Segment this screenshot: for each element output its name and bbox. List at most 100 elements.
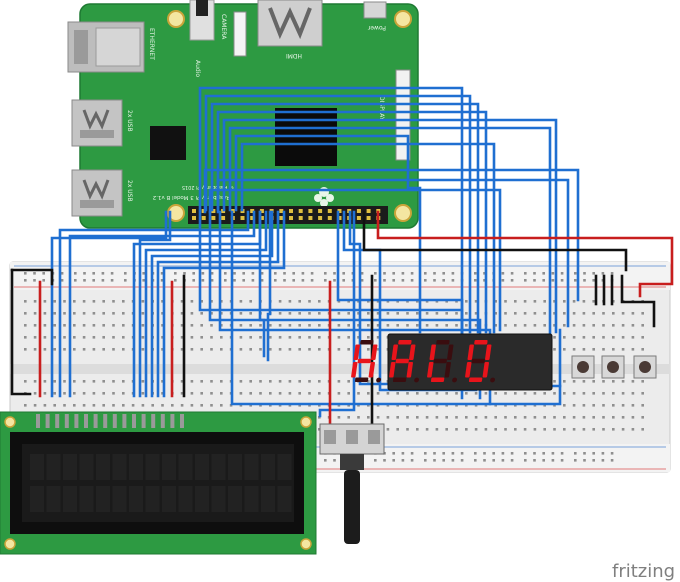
breadboard-hole [553,348,556,351]
breadboard-hole [269,336,272,339]
push-button[interactable] [601,355,625,379]
breadboard-hole [465,416,468,419]
breadboard-hole [92,300,96,303]
breadboard-hole [514,416,517,419]
breadboard-hole [641,404,644,407]
breadboard-hole [563,300,566,303]
breadboard-hole [278,300,282,303]
breadboard-hole [53,404,56,407]
breadboard-hole [401,279,405,282]
decimal-point [490,377,496,383]
breadboard-hole [102,380,105,383]
push-button[interactable] [571,355,595,379]
breadboard-hole [63,404,66,407]
gpio-pin [192,209,196,213]
breadboard-hole [612,404,615,407]
breadboard-hole [360,272,364,275]
breadboard-hole [53,312,56,315]
breadboard-hole [376,312,380,315]
breadboard-hole [333,459,336,462]
breadboard-hole [396,324,399,327]
breadboard-hole [122,300,125,303]
segment-g [471,358,485,364]
breadboard-hole [249,392,252,395]
breadboard-hole [298,348,301,351]
breadboard-hole [574,272,577,275]
breadboard-hole [42,279,45,282]
breadboard-hole [43,404,47,407]
breadboard-hole [551,452,555,455]
breadboard-hole [318,300,321,303]
ethernet-port [67,21,145,73]
breadboard-hole [269,392,272,395]
gpio-pin [201,216,206,220]
audio-jack [189,0,215,41]
breadboard-hole [563,348,566,351]
lcd-character-cell [195,486,209,512]
breadboard-hole [553,392,556,395]
segment-e [389,362,396,378]
potentiometer[interactable] [319,423,385,544]
breadboard-hole [174,279,177,282]
segment-f [353,344,360,360]
breadboard-hole [122,392,125,395]
breadboard-hole [33,300,37,303]
breadboard-hole [324,459,327,462]
breadboard-hole [288,324,292,327]
gpio-pin [308,216,313,220]
breadboard-hole [553,324,556,327]
breadboard-hole [523,416,527,419]
breadboard-hole [425,392,429,395]
breadboard-hole [533,452,536,455]
segment-g [433,358,447,364]
segment-c [482,362,489,378]
breadboard-hole [416,324,419,327]
breadboard-hole [269,324,272,327]
breadboard-hole [298,312,301,315]
breadboard-hole [82,392,86,395]
segment-b [409,344,416,360]
breadboard-hole [425,416,429,419]
breadboard-hole [73,392,76,395]
breadboard-hole [190,324,194,327]
breadboard-hole [122,324,125,327]
breadboard-hole [43,392,47,395]
lcd-character-cell [178,454,193,480]
segment-b [485,344,492,360]
breadboard-hole [641,324,644,327]
breadboard-hole [337,392,341,395]
breadboard-hole [572,324,576,327]
breadboard-hole [278,348,282,351]
breadboard-hole [161,300,164,303]
push-button[interactable] [633,355,657,379]
display-connector [395,69,411,161]
breadboard-hole [342,279,345,282]
segment-f [467,344,474,360]
breadboard-hole [424,279,427,282]
breadboard-hole [190,300,194,303]
breadboard-hole [433,272,436,275]
breadboard-hole [592,428,595,431]
breadboard-hole [582,428,586,431]
breadboard-hole [73,404,76,407]
breadboard-hole [465,324,468,327]
breadboard-hole [249,336,252,339]
gpio-pin [356,209,361,213]
seven-segment-digit [389,340,420,383]
gpio-pin [298,216,303,220]
lcd-pin [160,414,165,428]
breadboard-hole [582,404,586,407]
breadboard-hole [210,392,213,395]
breadboard-hole [122,404,125,407]
breadboard-hole [386,428,390,431]
breadboard-hole [233,279,236,282]
breadboard-hole [435,324,439,327]
breadboard-hole [641,416,644,419]
gpio-pin [211,209,216,213]
breadboard-hole [308,380,311,383]
breadboard-hole [112,404,115,407]
lcd-character-cell [63,486,77,512]
lcd-pin [141,414,146,428]
breadboard-hole [308,392,311,395]
